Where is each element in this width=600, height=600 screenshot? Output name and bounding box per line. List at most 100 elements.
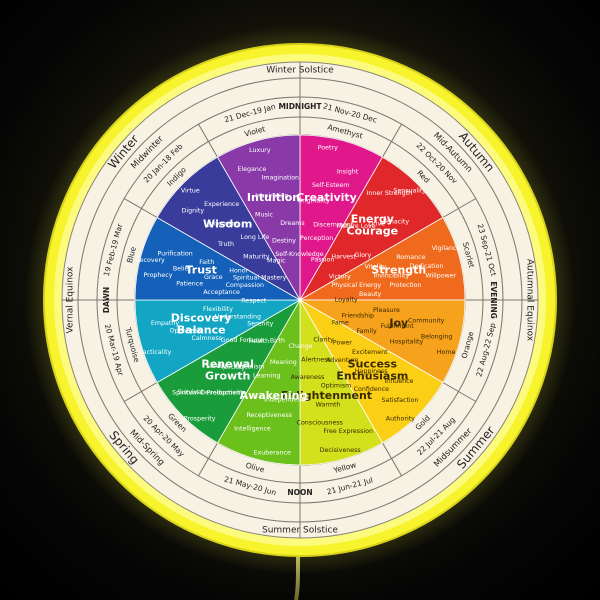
time-of-day-label: EVENING [489, 281, 498, 319]
segment-word: Originality [297, 197, 330, 204]
segment-energy-courage [298, 156, 444, 302]
segment-word: Honor [229, 268, 248, 275]
segment-title: Awakening [240, 389, 308, 402]
segment-word: Consciousness [297, 419, 343, 426]
time-of-day-label: MIDNIGHT [278, 102, 322, 111]
segment-word: Experience [204, 201, 239, 208]
segment-word: Belonging [421, 334, 453, 341]
segment-word: Home [437, 349, 456, 356]
segment-word: Respect [241, 298, 267, 305]
time-of-day-label: DAWN [102, 287, 111, 313]
segment-word: Drive [368, 220, 385, 227]
segment-word: Dignity [182, 208, 205, 215]
segment-word: Health [248, 338, 269, 345]
segment-word: Influence [384, 378, 413, 385]
segment-word: Awareness [291, 374, 325, 381]
segment-word: Willpower [425, 272, 456, 279]
segment-word: Spiritual Development [172, 390, 243, 397]
segment-word: Openness [170, 328, 201, 335]
ring-divider [442, 382, 477, 402]
segment-word: Power [333, 339, 352, 346]
segment-word: Hospitality [390, 339, 424, 346]
segment-word: Receptiveness [246, 412, 292, 419]
segment-word: Romance [396, 254, 425, 261]
segment-word: Fulfillment [381, 323, 414, 330]
segment-word: Birth [270, 337, 285, 344]
segment-word: Elegance [237, 166, 266, 173]
season-label: Autumnal Equinox [525, 259, 535, 342]
segment-title: Creativity [296, 191, 357, 204]
segment-word: Self-Esteem [312, 182, 349, 189]
segment-word: Pleasure [373, 307, 400, 314]
segment-word: Family [356, 328, 377, 335]
segment-word: Dedication [410, 263, 444, 270]
segment-word: Empathy [151, 320, 179, 327]
segment-word: Faith [199, 259, 214, 266]
segment-word: Loyalty [335, 296, 358, 303]
segment-word: Decisiveness [320, 447, 361, 454]
segment-word: Idealism [238, 364, 265, 371]
segment-word: Inspiration [255, 192, 288, 199]
segment-word: Dreams [280, 220, 304, 227]
segment-word: Harvest [331, 253, 356, 260]
season-label: Vernal Equinox [66, 266, 76, 334]
segment-title: Enlightenment [281, 389, 372, 402]
season-label: Winter Solstice [266, 66, 334, 76]
segment-word: Serenity [247, 321, 273, 328]
segment-word: Maturity [243, 253, 270, 260]
segment-word: Exuberance [254, 450, 291, 457]
segment-trust [134, 216, 302, 301]
segment-word: Mature Love [337, 223, 376, 230]
segment-word: Learning [253, 372, 280, 379]
segment-word: Meaning [270, 359, 297, 366]
segment-word: Understanding [215, 314, 261, 321]
segment-word: Judgment [207, 220, 239, 227]
segment-word: Glory [354, 252, 371, 259]
segment-word: Calmness [192, 335, 223, 342]
segment-word: Protection [390, 282, 422, 289]
time-of-day-label: NOON [287, 488, 312, 497]
segment-wisdom [156, 156, 302, 302]
color-name-label: Blue [125, 245, 138, 264]
segment-word: Optimism [321, 383, 351, 390]
segment-word: Change [289, 343, 313, 350]
segment-word: Satisfaction [382, 397, 419, 404]
segment-word: Spiritual Mastery [233, 274, 287, 281]
segment-word: Independence [264, 397, 309, 404]
ring-divider [198, 123, 218, 158]
segment-word: Insight [337, 169, 359, 176]
segment-joy [298, 299, 466, 384]
segment-word: Discernment [313, 222, 354, 229]
segment-word: Grace [204, 274, 223, 281]
segment-title: Joy [388, 316, 408, 329]
segment-word: Prosperity [184, 415, 216, 422]
segment-word: Recovery [136, 257, 165, 264]
segment-title: Trust [186, 264, 217, 277]
segment-word: Truth [217, 241, 234, 248]
segment-word: Good Fortune [221, 337, 264, 344]
segment-word: Flexibility [203, 306, 233, 313]
segment-awakening [216, 298, 301, 466]
segment-word: Fertility [221, 364, 245, 371]
segment-success-enthusiasm [298, 298, 444, 444]
segment-word: Authority [386, 415, 415, 422]
segment-word: Happiness [355, 368, 388, 375]
segment-word: Beauty [359, 291, 382, 298]
segment-word: Luxury [249, 147, 271, 154]
segments-layer [134, 134, 466, 466]
segment-word: Prophecy [143, 272, 172, 279]
segment-word: Productivity [207, 389, 245, 396]
segment-word: Inner Strength [367, 190, 413, 197]
segment-word: Adventure [326, 357, 359, 364]
segment-word: Vigilance [432, 245, 461, 252]
segment-word: Self-Knowledge [275, 251, 324, 258]
ring-divider [442, 198, 477, 218]
season-label: Summer Solstice [262, 526, 338, 536]
segment-renewal-growth [156, 298, 302, 444]
segment-word: Sensuality [393, 187, 426, 194]
segment-title: Strength [371, 264, 426, 277]
